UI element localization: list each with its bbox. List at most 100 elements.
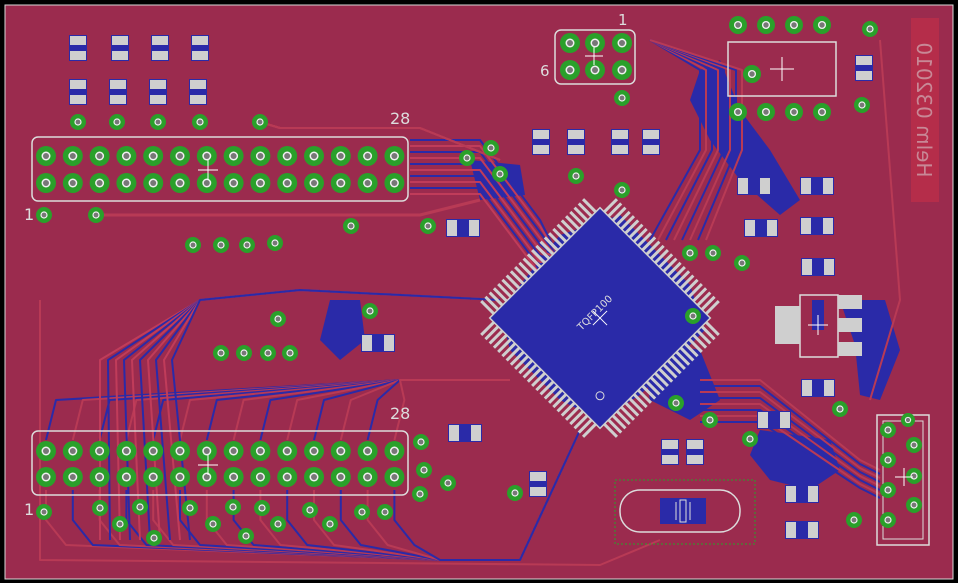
smd-part bbox=[801, 258, 835, 276]
via bbox=[282, 345, 298, 361]
through-hole-pads bbox=[36, 16, 922, 546]
smd-part bbox=[785, 521, 819, 539]
via bbox=[88, 207, 104, 223]
smd-part bbox=[855, 55, 873, 81]
smd-part bbox=[661, 439, 679, 465]
connector-pin bbox=[880, 452, 896, 468]
smd-part bbox=[800, 177, 834, 195]
via bbox=[614, 182, 630, 198]
header-pin bbox=[89, 441, 110, 461]
smd-part bbox=[737, 177, 771, 195]
via bbox=[832, 401, 848, 417]
via bbox=[440, 475, 456, 491]
bottom-header-outline bbox=[31, 430, 409, 496]
jtag-header-outline bbox=[554, 29, 636, 85]
header-pin bbox=[89, 173, 110, 193]
via bbox=[483, 140, 499, 156]
header-pin bbox=[196, 467, 217, 487]
header-pin bbox=[384, 441, 405, 461]
dip-pin bbox=[813, 103, 831, 121]
via bbox=[702, 412, 718, 428]
smd-part bbox=[448, 424, 482, 442]
header-pin bbox=[143, 467, 164, 487]
board-label-mirrored: Helm 032010 bbox=[911, 18, 939, 202]
header-pin bbox=[89, 146, 110, 166]
via bbox=[682, 245, 698, 261]
via bbox=[416, 462, 432, 478]
header-pin bbox=[330, 173, 351, 193]
smd-part bbox=[785, 485, 819, 503]
via bbox=[685, 308, 701, 324]
smd-part bbox=[529, 471, 547, 497]
header-pin bbox=[357, 467, 378, 487]
header-pin bbox=[304, 146, 324, 166]
smd-part bbox=[642, 129, 660, 155]
via bbox=[254, 500, 270, 516]
connector-pin bbox=[880, 422, 896, 438]
header-pin bbox=[304, 467, 324, 487]
smd-components bbox=[69, 35, 873, 539]
jtag-pin1-label: 1 bbox=[618, 11, 628, 29]
via bbox=[322, 516, 338, 532]
via bbox=[238, 528, 254, 544]
smd-part bbox=[361, 334, 395, 352]
smd-part bbox=[191, 35, 209, 61]
connector-pin bbox=[901, 413, 915, 427]
via bbox=[492, 166, 508, 182]
jtag-pin bbox=[560, 60, 580, 80]
via bbox=[112, 516, 128, 532]
connector-pin bbox=[906, 497, 922, 513]
via bbox=[412, 486, 428, 502]
via bbox=[302, 502, 318, 518]
via bbox=[568, 168, 584, 184]
via bbox=[854, 97, 870, 113]
header-pin bbox=[143, 441, 164, 461]
header-pin bbox=[116, 467, 137, 487]
svg-text:Helm 032010: Helm 032010 bbox=[912, 42, 936, 177]
via bbox=[705, 245, 721, 261]
header-pin bbox=[277, 467, 298, 487]
jtag-pin bbox=[612, 60, 632, 80]
via bbox=[236, 345, 252, 361]
top-header-pin1-label: 1 bbox=[24, 205, 34, 224]
header-pin bbox=[357, 173, 378, 193]
header-pin bbox=[330, 146, 351, 166]
smd-part bbox=[532, 129, 550, 155]
dip-pin bbox=[743, 65, 761, 83]
header-pin bbox=[277, 146, 298, 166]
header-pin bbox=[62, 467, 83, 487]
jtag-pin6-label: 6 bbox=[540, 62, 550, 80]
header-pin bbox=[116, 146, 137, 166]
top-header-pin28-label: 28 bbox=[390, 109, 410, 128]
header-pin bbox=[116, 441, 137, 461]
side-connector-outline bbox=[876, 414, 930, 546]
via bbox=[614, 90, 630, 106]
via bbox=[146, 530, 162, 546]
origin-crosshairs bbox=[198, 47, 913, 486]
header-pin bbox=[250, 441, 271, 461]
header-pin bbox=[62, 173, 83, 193]
dip-pin bbox=[729, 16, 747, 34]
smd-part bbox=[111, 35, 129, 61]
smd-part bbox=[611, 129, 629, 155]
jtag-pin bbox=[560, 33, 580, 53]
header-pin bbox=[62, 146, 83, 166]
smd-part bbox=[69, 79, 87, 105]
header-pin bbox=[36, 146, 56, 166]
header-pin bbox=[250, 467, 271, 487]
via bbox=[192, 114, 208, 130]
header-pin bbox=[277, 173, 298, 193]
header-pin bbox=[277, 441, 298, 461]
via bbox=[270, 516, 286, 532]
jtag-pin bbox=[612, 33, 632, 53]
via bbox=[413, 434, 429, 450]
via bbox=[459, 150, 475, 166]
tqfp100-chip: TQFP100 bbox=[480, 198, 720, 438]
via bbox=[742, 431, 758, 447]
dip-pin bbox=[785, 103, 803, 121]
header-pin bbox=[223, 467, 244, 487]
via bbox=[213, 345, 229, 361]
via bbox=[182, 500, 198, 516]
dip-pin bbox=[813, 16, 831, 34]
